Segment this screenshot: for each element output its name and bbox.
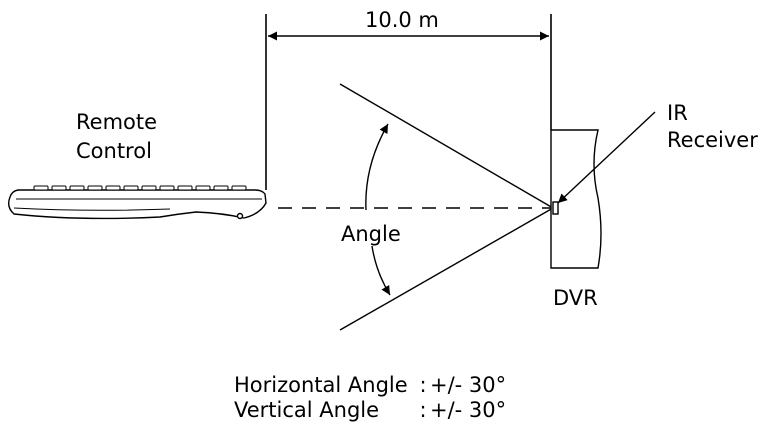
spec-vertical-angle: Vertical Angle:+/- 30° [234, 398, 506, 423]
spec-horizontal-label: Horizontal Angle [234, 373, 408, 397]
dvr-label: DVR [553, 286, 598, 310]
remote-buttons [33, 185, 247, 191]
spec-vertical-value: +/- 30° [430, 398, 507, 422]
distance-label: 10.0 m [365, 8, 439, 32]
reception-cone [339, 83, 554, 331]
remote-control-icon [7, 185, 267, 220]
spec-vertical-separator: : [419, 398, 427, 422]
ir-receiver-label-line1: IR [667, 101, 688, 125]
angle-arc-lower [371, 245, 391, 296]
angle-label: Angle [341, 222, 401, 246]
dvr-device [550, 129, 602, 269]
cone-upper-edge [339, 83, 554, 209]
remote-control-label-line1: Remote [76, 110, 158, 134]
ir-receiver-leader [557, 111, 656, 204]
cone-lower-edge [339, 207, 554, 331]
remote-control-label-line2: Control [76, 139, 152, 163]
ir-receiver-window [552, 201, 559, 215]
spec-horizontal-separator: : [419, 373, 427, 397]
spec-horizontal-angle: Horizontal Angle:+/- 30° [234, 373, 506, 398]
spec-vertical-label: Vertical Angle [234, 398, 380, 422]
angle-indicator [365, 123, 391, 296]
distance-dimension [265, 14, 552, 190]
remote-ir-emitter [236, 212, 244, 220]
angle-arc-upper [365, 123, 389, 211]
spec-horizontal-value: +/- 30° [430, 373, 507, 397]
ir-receiver-label-line2: Receiver [667, 128, 758, 152]
